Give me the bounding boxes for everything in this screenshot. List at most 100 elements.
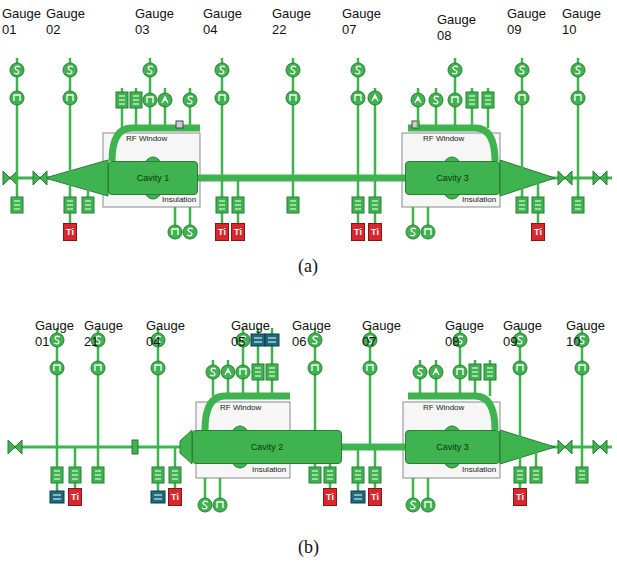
gauge-icon-mark [54, 365, 60, 371]
gauge-icon-mark [415, 97, 421, 103]
gauge-icon [429, 365, 443, 379]
gauge-box [516, 197, 528, 213]
valve-symbol [593, 440, 600, 454]
gauge-icon [63, 91, 77, 105]
gauge-box-mark [579, 471, 585, 479]
gauge-line [412, 207, 415, 225]
gauge-line [16, 178, 19, 197]
gauge-line [581, 447, 584, 467]
ti-pump-box: Ti [168, 488, 182, 506]
gauge-icon [308, 333, 322, 347]
gauge-box [252, 364, 264, 380]
gauge-box [369, 467, 381, 483]
gauge-icon-mark [172, 229, 178, 235]
cavity-name: Cavity 3 [436, 173, 469, 183]
gauge-icon [213, 498, 227, 512]
gauge-box [466, 92, 478, 108]
gauge-label: Gauge 06 [292, 318, 336, 351]
gauge-box-mark [517, 471, 523, 479]
gauge-box [352, 197, 364, 213]
part-label: Insulation [162, 196, 196, 204]
gauge-label: Gauge 10 [562, 6, 606, 39]
gauge-icon [91, 361, 105, 375]
gauge-icon [158, 93, 172, 107]
gauge-box [116, 92, 128, 108]
ti-pump-box: Ti [368, 223, 382, 241]
cavity-taper [500, 160, 555, 196]
neg-pump-box [151, 491, 165, 503]
valve-symbol [600, 171, 607, 185]
ti-pump-box: Ti [531, 223, 545, 241]
gauge-icon-mark [519, 66, 525, 73]
gauge-icon-mark [147, 97, 153, 103]
gauge-icon [286, 91, 300, 105]
ti-pump-box: Ti [231, 223, 245, 241]
gauge-line [204, 478, 207, 498]
gauge-line [427, 478, 430, 498]
gauge-icon-mark [312, 336, 318, 343]
gauge-icon-mark [155, 365, 161, 371]
gauge-icon-mark [240, 369, 246, 375]
gauge-icon-mark [202, 501, 208, 508]
valve-symbol [33, 171, 40, 185]
cavity-name: Cavity 2 [251, 442, 284, 452]
gauge-icon-mark [54, 336, 60, 343]
gauge-icon-mark [457, 369, 463, 375]
gauge-icon [143, 63, 157, 77]
cavity-name: Cavity 1 [137, 173, 170, 183]
ti-pump-box: Ti [513, 488, 527, 506]
rf-window-pipe [205, 396, 290, 430]
gauge-icon [63, 63, 77, 77]
gauge-box-mark [95, 471, 101, 479]
panel-label: (a) [298, 255, 318, 278]
ti-pump-box: Ti [323, 488, 337, 506]
gauge-box-mark [67, 201, 73, 209]
gauge-label: Gauge 09 [503, 318, 547, 351]
gauge-icon-mark [67, 95, 73, 101]
gauge-box-mark [487, 368, 493, 376]
gauge-icon [221, 365, 235, 379]
gauge-box-mark [472, 368, 478, 376]
gauge-icon [206, 365, 220, 379]
cavity-body: Cavity 2 [192, 430, 342, 464]
ti-pump-box: Ti [368, 488, 382, 506]
gauge-icon-mark [219, 66, 225, 73]
gauge-box [309, 467, 321, 483]
gauge-icon [215, 91, 229, 105]
gauge-icon [183, 93, 197, 107]
gauge-icon [368, 91, 382, 105]
gauge-box [530, 467, 542, 483]
gauge-box-mark [72, 471, 78, 479]
cavity-body: Cavity 3 [405, 161, 500, 195]
gauge-box [92, 467, 104, 483]
gauge-icon [50, 361, 64, 375]
valve-symbol [558, 440, 565, 454]
gauge-line [174, 207, 177, 225]
ti-pump-box: Ti [68, 488, 82, 506]
gauge-label: Gauge 05 [231, 318, 275, 351]
gauge-icon-mark [410, 501, 416, 508]
gauge-box-mark [372, 471, 378, 479]
gauge-line [535, 447, 538, 467]
gauge-icon [571, 91, 585, 105]
gauge-label: Gauge 03 [135, 6, 179, 39]
gauge-icon-mark [425, 502, 431, 508]
valve-symbol [558, 171, 565, 185]
gauge-icon [236, 365, 250, 379]
rf-window-pipe [408, 396, 495, 430]
gauge-label: Gauge 02 [46, 6, 90, 39]
gauge-line [87, 178, 90, 197]
gauge-icon-mark [187, 228, 193, 235]
gauge-box [11, 197, 23, 213]
gauge-icon-mark [410, 228, 416, 235]
gauge-icon-mark [147, 66, 153, 73]
gauge-icon [571, 63, 585, 77]
gauge-icon-mark [312, 365, 318, 371]
gauge-icon-mark [14, 95, 20, 101]
gauge-icon [215, 63, 229, 77]
neg-pump-mark [268, 338, 276, 342]
gauge-box [324, 467, 336, 483]
cavity-taper [180, 430, 192, 464]
cavity-body: Cavity 1 [108, 161, 198, 195]
